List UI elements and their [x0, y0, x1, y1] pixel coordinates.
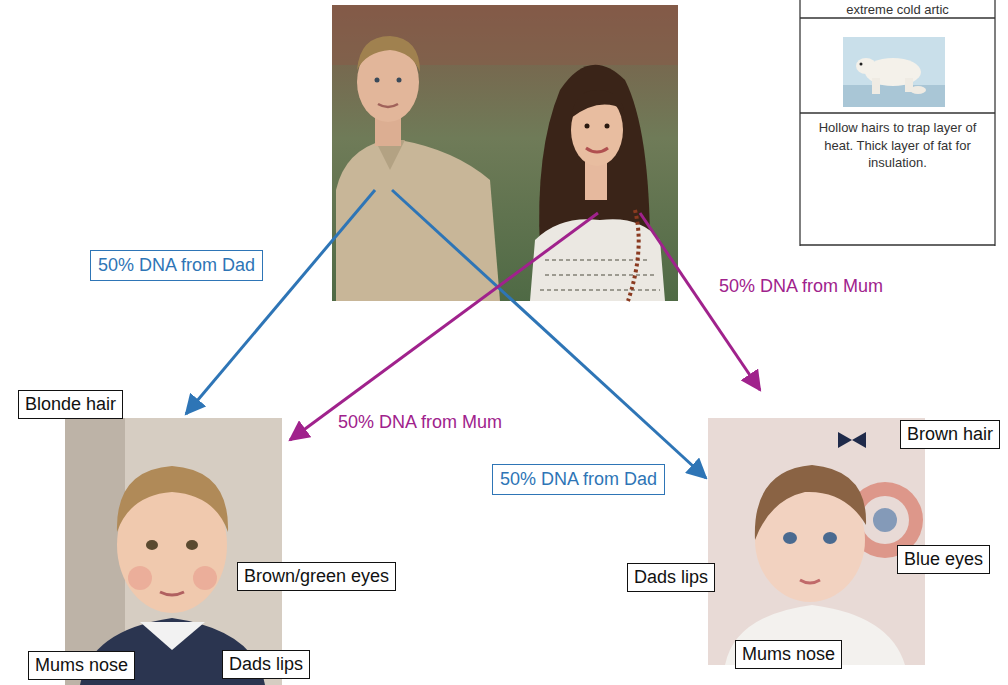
- dna-label-box: 50% DNA from Dad: [492, 464, 665, 495]
- trait-label: Blue eyes: [897, 545, 990, 574]
- trait-label: Brown/green eyes: [237, 562, 396, 591]
- label-text: extreme cold artic: [846, 2, 949, 17]
- table-cell: extreme cold artic: [802, 1, 993, 19]
- trait-label: Brown hair: [900, 420, 1000, 449]
- inheritance-arrow: [290, 213, 598, 440]
- label-text: Dads lips: [634, 567, 708, 587]
- trait-label: Blonde hair: [18, 390, 123, 419]
- trait-label: Dads lips: [222, 650, 310, 679]
- label-text: 50% DNA from Dad: [98, 255, 255, 275]
- label-text: Brown/green eyes: [244, 566, 389, 586]
- label-text: Mums nose: [35, 655, 128, 675]
- inheritance-arrow: [392, 190, 706, 478]
- parents-photo: [332, 5, 678, 301]
- trait-label: Mums nose: [735, 640, 842, 669]
- dna-label-box: 50% DNA from Dad: [90, 250, 263, 281]
- label-text: Brown hair: [907, 424, 993, 444]
- label-text: 50% DNA from Mum: [719, 276, 883, 296]
- label-text: 50% DNA from Dad: [500, 469, 657, 489]
- label-text: Mums nose: [742, 644, 835, 664]
- dna-label: 50% DNA from Mum: [336, 412, 504, 433]
- inheritance-arrow: [640, 213, 760, 390]
- info-table: [800, 0, 995, 246]
- trait-label: Dads lips: [627, 563, 715, 592]
- boy-photo: [65, 418, 282, 685]
- label-text: Blonde hair: [25, 394, 116, 414]
- inheritance-arrow: [186, 190, 375, 414]
- table-cell: Hollow hairs to trap layer of heat. Thic…: [806, 119, 989, 172]
- label-text: 50% DNA from Mum: [338, 412, 502, 432]
- dna-label: 50% DNA from Mum: [717, 276, 885, 297]
- label-text: Blue eyes: [904, 549, 983, 569]
- label-text: Hollow hairs to trap layer of heat. Thic…: [819, 120, 977, 170]
- label-text: Dads lips: [229, 654, 303, 674]
- trait-label: Mums nose: [28, 651, 135, 680]
- girl-photo: [708, 418, 925, 665]
